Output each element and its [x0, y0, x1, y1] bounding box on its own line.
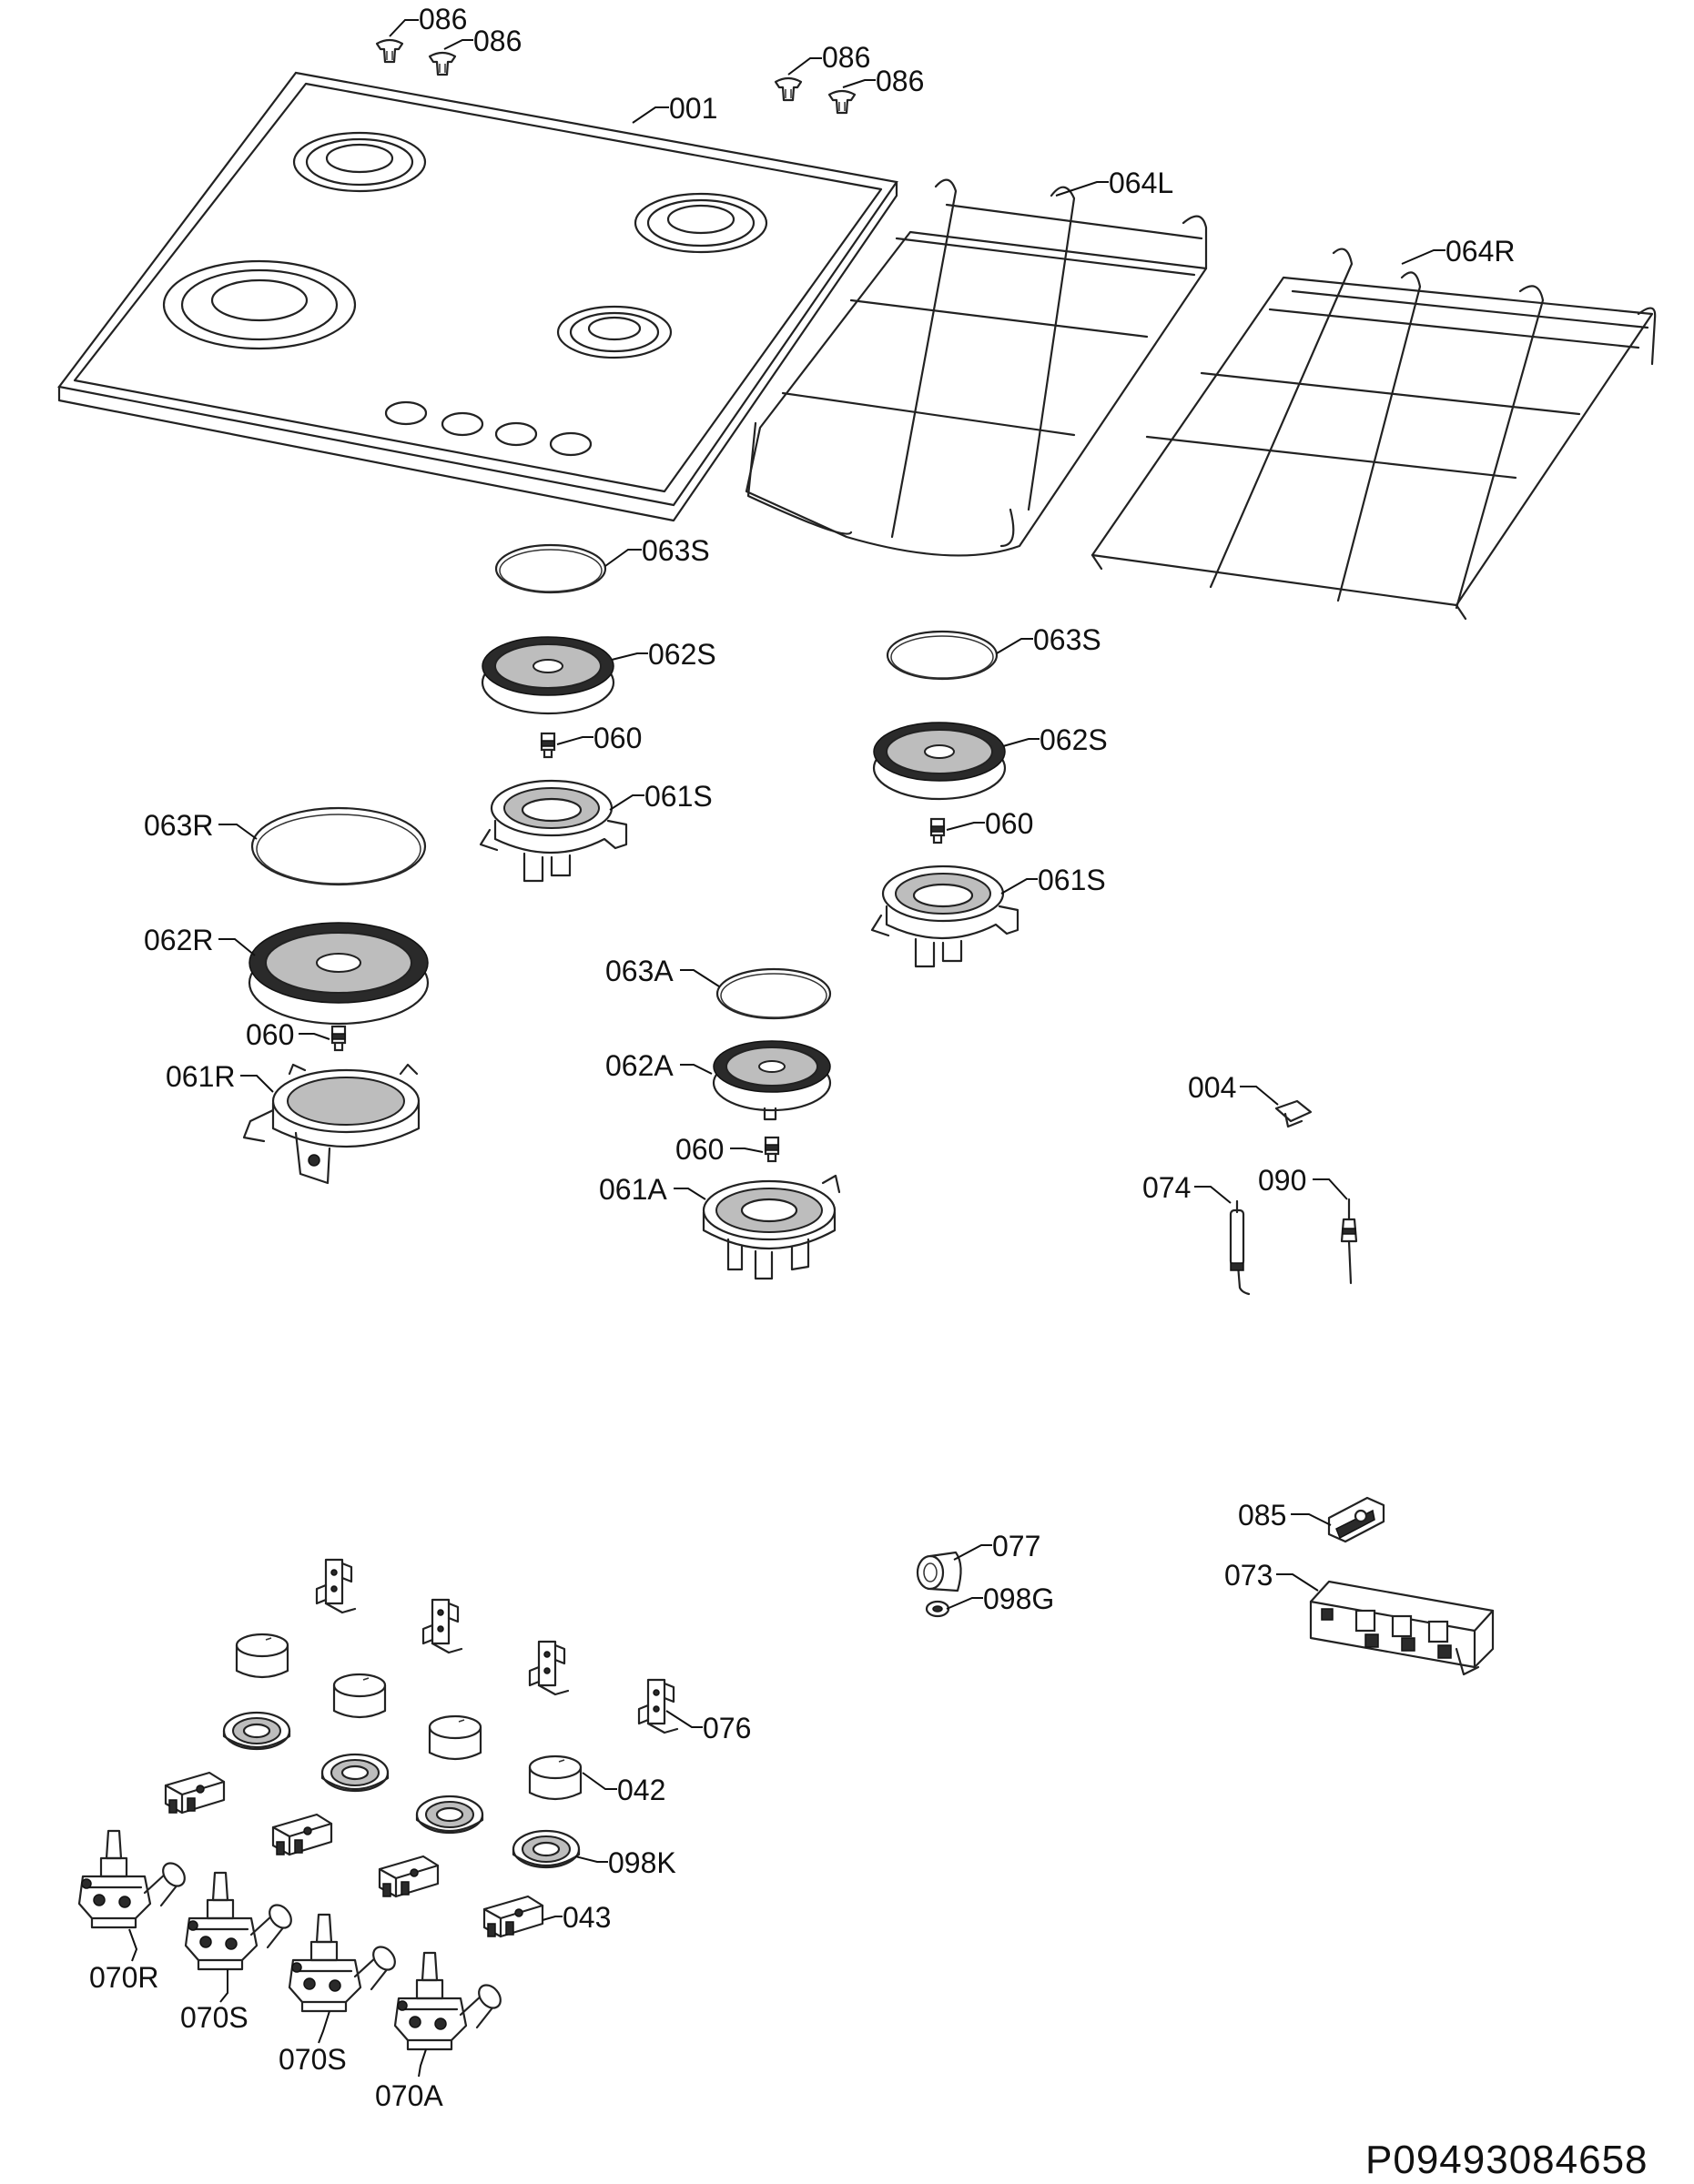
label-086-1: 086	[419, 3, 467, 35]
knob-bezel-098K-3	[415, 1795, 484, 1835]
clip-pin-4	[827, 89, 857, 115]
label-090: 090	[1258, 1164, 1306, 1197]
injector-060-1	[540, 732, 556, 759]
label-063S-2: 063S	[1033, 623, 1101, 656]
hob-burner-recess-rear-left	[292, 131, 427, 193]
gas-valve-070S-2	[288, 1913, 401, 2013]
microswitch-043-1	[164, 1771, 226, 1815]
label-086-4: 086	[876, 65, 924, 97]
burner-crown-062R	[248, 922, 430, 1026]
injector-060-4	[764, 1136, 780, 1163]
label-070A: 070A	[375, 2079, 443, 2112]
burner-base-061S-1	[479, 779, 628, 883]
bracket-076-1	[315, 1558, 357, 1614]
gas-valve-070A	[393, 1951, 506, 2051]
label-062S-2: 062S	[1040, 723, 1108, 756]
burner-crown-062S-1	[481, 635, 615, 715]
burner-base-061S-2	[870, 864, 1019, 968]
label-062A: 062A	[605, 1049, 674, 1082]
label-061R: 061R	[166, 1060, 236, 1093]
burner-cap-063S-1	[494, 543, 607, 594]
label-098G: 098G	[983, 1582, 1054, 1615]
label-060-1: 060	[593, 722, 642, 754]
burner-cap-063R	[250, 806, 427, 886]
label-043: 043	[563, 1901, 611, 1934]
label-061S-2: 061S	[1038, 864, 1106, 896]
thermocouple-090	[1340, 1198, 1358, 1285]
hob-knob-holes	[384, 400, 593, 457]
gasket-098G	[925, 1600, 950, 1618]
hob-burner-recess-front-right	[556, 305, 673, 359]
label-063S-1: 063S	[642, 534, 710, 567]
control-knob-042-3	[428, 1714, 482, 1761]
control-knob-042-1	[235, 1633, 289, 1679]
hob-burner-recess-front-left	[162, 259, 357, 350]
label-076: 076	[703, 1712, 751, 1744]
part-labels: 086 086 086 086 001 064L 064R 063S 062S …	[89, 3, 1648, 2182]
bracket-076-3	[528, 1640, 570, 1696]
gas-valve-070R	[77, 1829, 190, 1929]
label-064L: 064L	[1109, 167, 1173, 199]
document-id: P09493084658	[1365, 2138, 1648, 2182]
burner-base-061R	[242, 1063, 421, 1185]
label-063A: 063A	[605, 955, 674, 987]
hob-top-panel	[57, 71, 898, 522]
label-042: 042	[617, 1774, 665, 1806]
label-086-2: 086	[473, 25, 522, 57]
bracket-076-4	[637, 1678, 679, 1734]
label-070S-2: 070S	[279, 2043, 347, 2076]
gas-valve-070S-1	[184, 1871, 297, 1971]
clip-pin-3	[774, 76, 803, 102]
label-070R: 070R	[89, 1961, 159, 1994]
control-knob-042-2	[332, 1673, 387, 1719]
spark-generator-073	[1309, 1580, 1495, 1676]
pan-support-right	[1090, 248, 1657, 621]
label-063R: 063R	[144, 809, 214, 842]
microswitch-043-2	[271, 1813, 333, 1856]
hob-burner-recess-rear-right	[634, 192, 768, 254]
burner-cap-063S-2	[886, 630, 999, 681]
label-098K: 098K	[608, 1846, 676, 1879]
burner-crown-062A	[712, 1040, 832, 1121]
label-086-3: 086	[822, 41, 870, 74]
knob-bezel-098K-4	[512, 1829, 581, 1869]
spring-clip-004	[1274, 1099, 1313, 1128]
label-064R: 064R	[1445, 235, 1516, 268]
label-085: 085	[1238, 1499, 1286, 1532]
microswitch-043-3	[378, 1855, 440, 1898]
label-073: 073	[1224, 1559, 1273, 1592]
label-074: 074	[1142, 1171, 1191, 1204]
label-001: 001	[669, 92, 717, 125]
label-060-2: 060	[985, 807, 1033, 840]
label-061A: 061A	[599, 1173, 667, 1206]
injector-060-2	[929, 817, 946, 844]
label-061S-1: 061S	[644, 780, 713, 813]
leader-lines	[128, 19, 1445, 2078]
burner-crown-062S-2	[872, 721, 1007, 801]
microswitch-043-4	[482, 1895, 544, 1938]
label-062S-1: 062S	[648, 638, 716, 671]
clip-pin-1	[375, 38, 404, 64]
control-knob-042-4	[528, 1754, 583, 1801]
label-062R: 062R	[144, 924, 214, 956]
knob-bezel-098K-2	[320, 1753, 390, 1793]
burner-base-061A	[702, 1174, 841, 1280]
knob-bezel-098K-1	[222, 1711, 291, 1751]
pan-support-left	[745, 178, 1208, 557]
label-004: 004	[1188, 1071, 1236, 1104]
burner-cap-063A	[715, 967, 832, 1020]
label-070S-1: 070S	[180, 2001, 249, 2034]
ignition-electrode-074	[1229, 1199, 1251, 1296]
clip-pin-2	[428, 51, 457, 76]
label-060-4: 060	[675, 1133, 724, 1166]
bracket-076-2	[421, 1598, 463, 1654]
injector-060-3	[330, 1025, 347, 1052]
gas-inlet-elbow-077	[916, 1551, 962, 1592]
ignition-cable-clip-085	[1327, 1496, 1385, 1543]
label-060-3: 060	[246, 1018, 294, 1051]
label-077: 077	[992, 1530, 1040, 1562]
